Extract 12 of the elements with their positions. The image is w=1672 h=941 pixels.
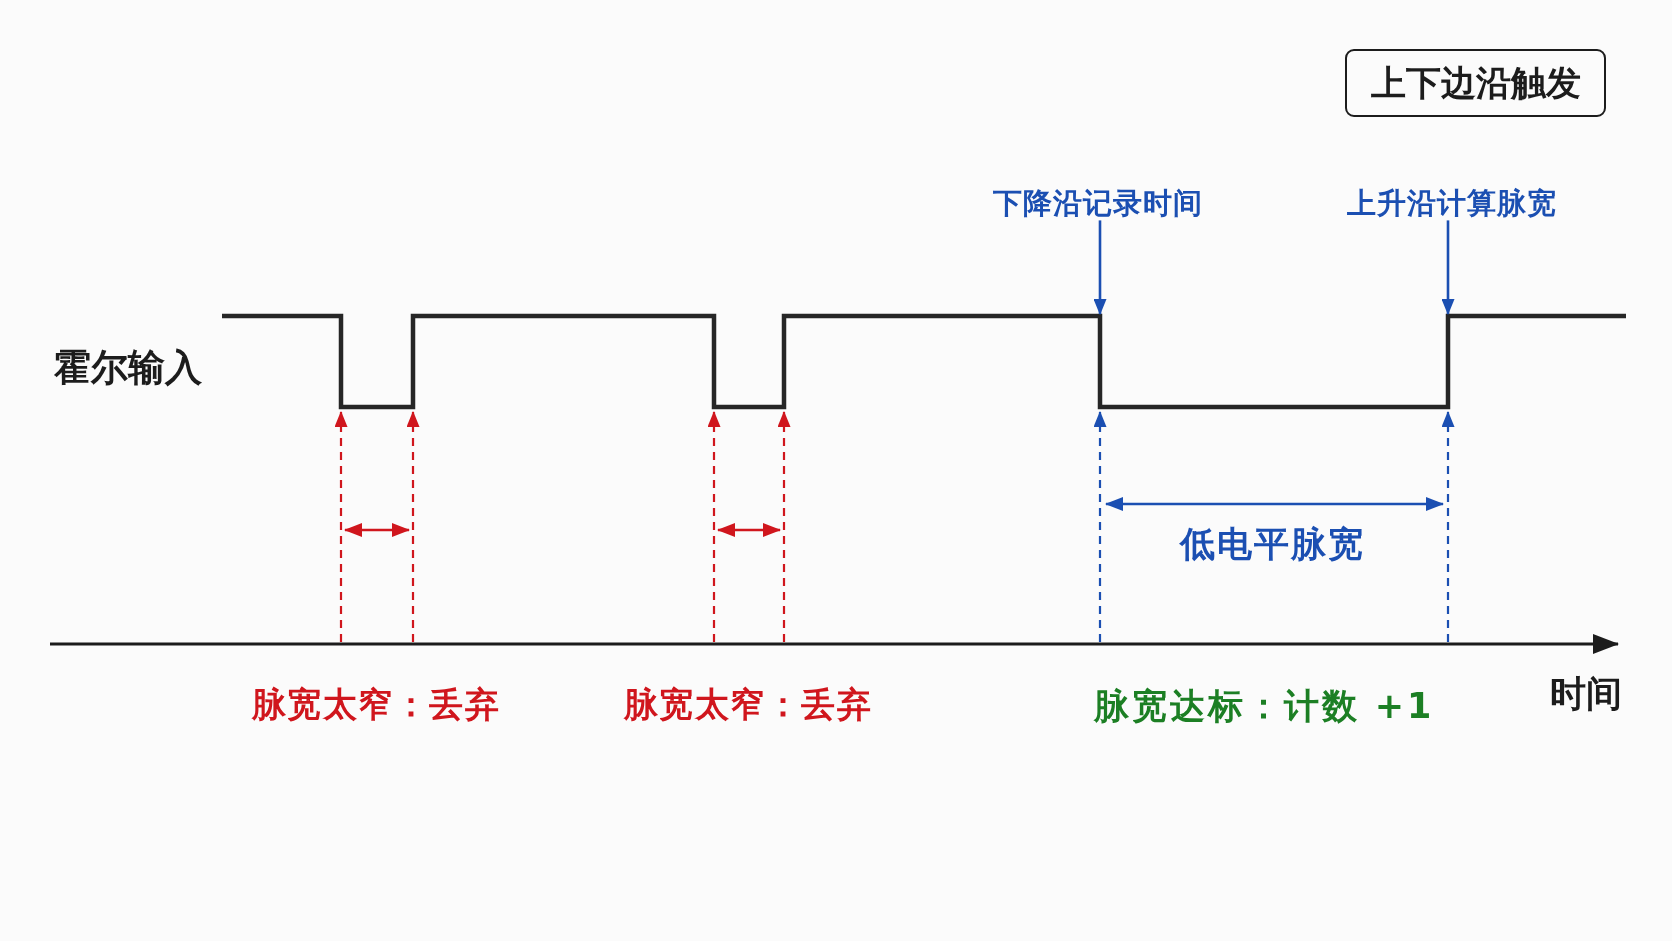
signal-name: 霍尔输入 <box>54 345 202 391</box>
pulse-result-label: 脉宽太窄：丢弃 <box>251 683 501 725</box>
pulse-result-label: 脉宽太窄：丢弃 <box>623 683 873 725</box>
pulse-width-label: 低电平脉宽 <box>1179 523 1365 565</box>
leader-arrow <box>1093 220 1107 315</box>
leader-arrow <box>1441 220 1455 315</box>
edge-annotation: 下降沿记录时间 <box>993 185 1203 221</box>
axis-label: 时间 <box>1550 672 1622 716</box>
edge-annotation: 上升沿计算脉宽 <box>1347 185 1557 221</box>
pulse-result-label: 脉宽达标：计数 +1 <box>1093 685 1435 727</box>
trigger-mode-box: 上下边沿触发 <box>1345 49 1606 117</box>
square-wave <box>222 313 1626 410</box>
